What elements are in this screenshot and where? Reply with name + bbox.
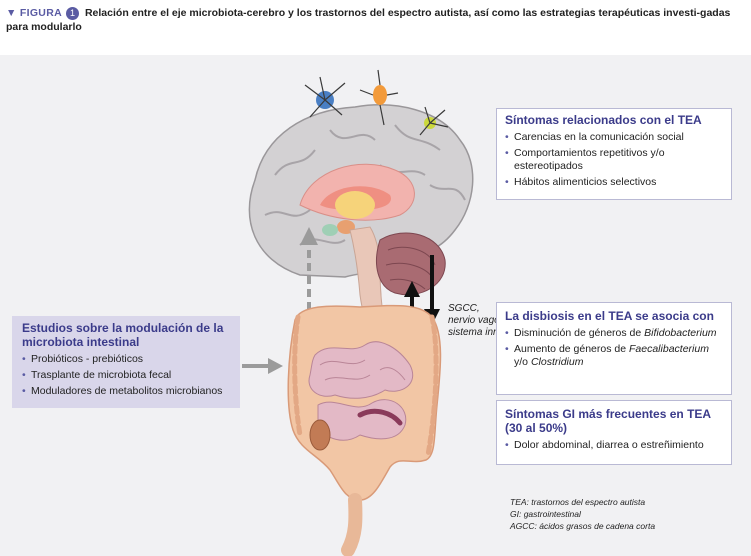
dashed-up-arrow [300,227,318,310]
axis-label: SGCC, nervio vago, sistema inmunitario [448,303,534,339]
footnote: GI: gastrointestinal [510,509,581,519]
studies-box: Estudios sobre la modulación de la micro… [12,316,240,408]
studies-list: Probióticos - prebióticos Trasplante de … [22,353,230,398]
list-item: Aumento de géneros de Faecalibacterium y… [505,343,723,369]
dysbiosis-title: La disbiosis en el TEA se asocia con [505,309,714,323]
axis-label-line: nervio vago, [448,315,503,326]
dysbiosis-list: Disminución de géneros de Bifidobacteriu… [505,327,723,369]
intestine-illustration [287,304,442,556]
list-item-text: y/o [514,356,531,368]
genus-name: Bifidobacterium [644,327,717,339]
tea-symptoms-title: Síntomas relacionados con el TEA [505,113,702,127]
gi-symptoms-list: Dolor abdominal, diarrea o estreñimiento [505,439,723,452]
gi-symptoms-title: Síntomas GI más frecuentes en TEA (30 al… [505,407,711,435]
footnote: AGCC: ácidos grasos de cadena corta [510,521,656,531]
tea-symptoms-box: Síntomas relacionados con el TEA Carenci… [496,108,732,200]
figure-number-badge: 1 [65,7,79,20]
footnote: TEA: trastornos del espectro autista [510,497,646,507]
illustration [242,69,474,556]
list-item: Comportamientos repetitivos y/o estereot… [505,147,723,173]
studies-to-gut-arrow [242,358,283,374]
list-item: Trasplante de microbiota fecal [22,369,230,382]
list-item-text: Disminución de géneros de [514,327,645,339]
gi-symptoms-box: Síntomas GI más frecuentes en TEA (30 al… [496,400,732,465]
axis-label-line: SGCC, [448,303,480,314]
brain-illustration [248,69,474,328]
list-item-text: Aumento de géneros de [514,343,629,355]
tea-symptoms-list: Carencias en la comunicación social Comp… [505,131,723,189]
list-item: Disminución de géneros de Bifidobacteriu… [505,327,723,340]
dysbiosis-box: La disbiosis en el TEA se asocia con Dis… [496,302,732,395]
figure-title: Relación entre el eje microbiota-cerebro… [6,7,731,33]
footnotes: TEA: trastornos del espectro autista GI:… [510,496,655,532]
genus-name: Clostridium [530,356,584,368]
list-item: Probióticos - prebióticos [22,353,230,366]
genus-name: Faecalibacterium [629,343,709,355]
list-item: Hábitos alimenticios selectivos [505,176,723,189]
list-item: Carencias en la comunicación social [505,131,723,144]
axis-label-line: sistema inmunitario [448,327,535,338]
list-item: Moduladores de metabolitos microbianos [22,385,230,398]
list-item: Dolor abdominal, diarrea o estreñimiento [505,439,723,452]
studies-title: Estudios sobre la modulación de la micro… [22,321,224,349]
figure-label: ▼ FIGURA [6,7,62,19]
